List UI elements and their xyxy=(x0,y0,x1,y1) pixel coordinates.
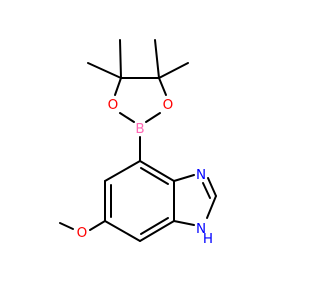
bond-c7-c7a xyxy=(139,220,175,242)
bond-c-o-right xyxy=(158,77,167,96)
atom-oxygen-methoxy: O xyxy=(77,225,88,241)
bond-c6-o xyxy=(89,220,106,231)
bond-o-ch3 xyxy=(59,222,74,230)
bond-c7-c7a-double xyxy=(140,217,169,235)
atom-boron: B xyxy=(135,121,144,137)
bond-c3a-c4 xyxy=(139,160,175,182)
bond-n3-c2 xyxy=(207,177,217,197)
atom-oxygen-right: O xyxy=(163,97,174,113)
bond-n3-c2-double xyxy=(202,182,211,199)
bond-methyl-2 xyxy=(87,62,122,79)
bond-c4-c5 xyxy=(104,160,141,182)
bond-methyl-3 xyxy=(154,39,160,79)
atom-nitrogen-nh: N xyxy=(196,221,206,237)
bond-methyl-1 xyxy=(119,39,122,79)
bond-c2-n1 xyxy=(206,195,217,219)
atom-oxygen-left: O xyxy=(108,97,119,113)
bond-o-b-left xyxy=(119,112,135,123)
bond-c3a-n3 xyxy=(173,174,195,182)
molecule-diagram: O O B N N H O H xyxy=(59,39,217,247)
atom-hydrogen-nh-visible: H xyxy=(203,231,213,247)
bond-n1-c7a xyxy=(173,220,195,226)
bond-c-o-left xyxy=(114,77,122,96)
bond-o-b-right xyxy=(145,112,161,123)
bond-methyl-4 xyxy=(158,62,189,79)
atom-labels: O O B N N H O H xyxy=(77,97,213,247)
bond-c3a-c4-double xyxy=(140,167,169,185)
atom-nitrogen-imine: N xyxy=(196,167,206,183)
bond-c6-c7 xyxy=(104,220,141,242)
bond-lines xyxy=(59,39,217,242)
